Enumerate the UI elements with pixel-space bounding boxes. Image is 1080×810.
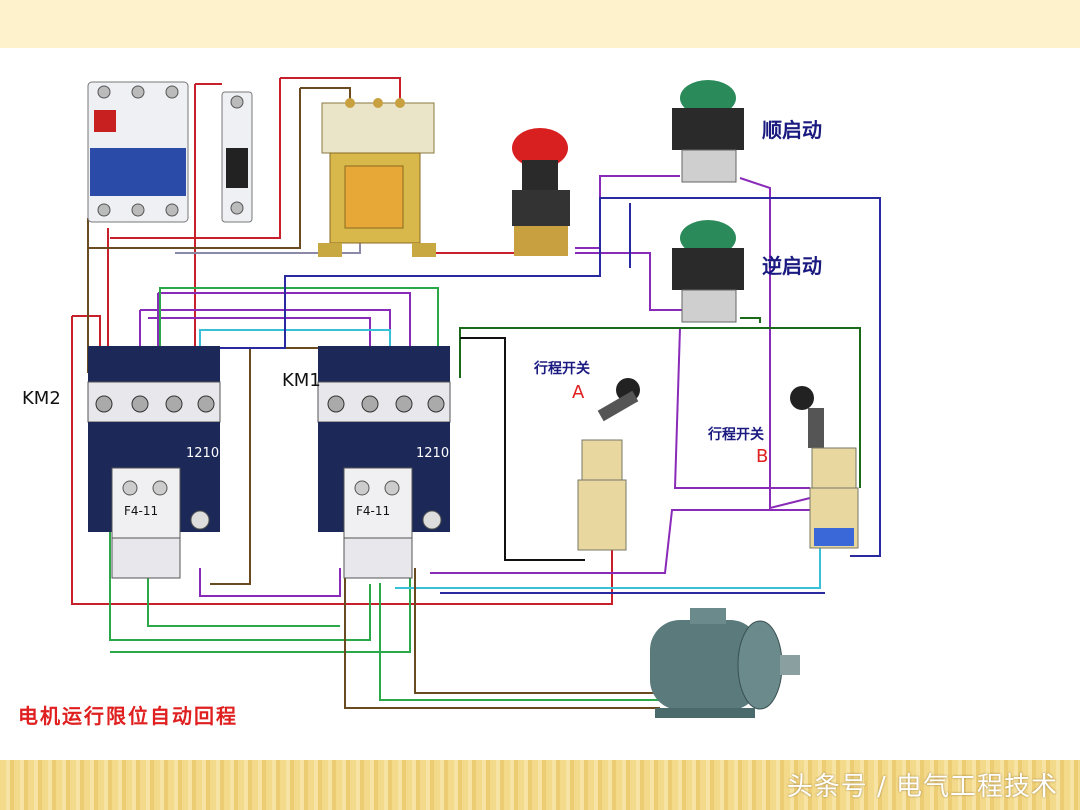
wire-purple-9 xyxy=(575,252,690,311)
wire-darkgreen-1 xyxy=(459,327,861,488)
wire-cyan-2 xyxy=(395,548,821,589)
wire-purple-10 xyxy=(673,327,810,489)
wire-purple-11 xyxy=(739,177,811,510)
reverse-start-button xyxy=(672,220,744,323)
limit-switch-a-label: 行程开关 xyxy=(534,361,590,377)
diagram-canvas xyxy=(71,77,881,718)
wire-darkgreen-2 xyxy=(740,317,761,323)
diagram-title: 电机运行限位自动回程 xyxy=(18,704,238,728)
limit-switch-b xyxy=(790,386,859,549)
wire-black-1 xyxy=(460,337,585,561)
wire-motor-2 xyxy=(379,583,660,701)
contactor-km2 xyxy=(87,346,221,579)
km2-aux-label: F4-11 xyxy=(124,504,159,518)
motor xyxy=(650,608,800,718)
forward-start-label: 顺启动 xyxy=(762,118,822,142)
km1-model-label: 1210 xyxy=(416,446,450,461)
watermark-text: 头条号 / 电气工程技术 xyxy=(786,772,1058,802)
wiring-diagram: KM2 KM1 顺启动 逆启动 行程开关 A 行程开关 B 1210 1210 … xyxy=(0,48,1080,760)
limit-switch-b-label: 行程开关 xyxy=(708,427,764,443)
emergency-stop-button xyxy=(512,128,570,256)
wire-red-5 xyxy=(280,77,401,103)
control-transformer xyxy=(318,98,436,257)
limit-switch-a-letter: A xyxy=(572,382,585,403)
wire-purple-8 xyxy=(575,175,680,249)
bottom-band xyxy=(0,760,1080,810)
km2-model-label: 1210 xyxy=(186,446,220,461)
wire-brown-3 xyxy=(210,348,251,585)
wire-green-3 xyxy=(110,568,411,653)
km1-aux-label: F4-11 xyxy=(356,504,391,518)
km1-label: KM1 xyxy=(282,370,321,391)
limit-switch-a xyxy=(577,378,640,551)
circuit-breaker-3p xyxy=(87,81,189,223)
wire-green-1 xyxy=(109,528,371,641)
wire-motor-3 xyxy=(414,568,660,694)
wire-red-6 xyxy=(110,78,281,239)
wire-motor-1 xyxy=(344,568,660,709)
wire-purple-7 xyxy=(430,509,810,574)
forward-start-button xyxy=(672,80,744,183)
circuit-breaker-1p xyxy=(221,91,253,223)
wire-red-3 xyxy=(194,83,222,368)
reverse-start-label: 逆启动 xyxy=(762,254,822,278)
top-band xyxy=(0,0,1080,48)
wire-green-2 xyxy=(147,568,340,627)
wire-purple-6 xyxy=(199,568,341,597)
km2-label: KM2 xyxy=(22,388,61,409)
wire-red-1 xyxy=(71,316,613,605)
wire-blue-1 xyxy=(215,197,881,557)
contactor-km1 xyxy=(317,346,451,579)
limit-switch-b-letter: B xyxy=(756,446,769,467)
